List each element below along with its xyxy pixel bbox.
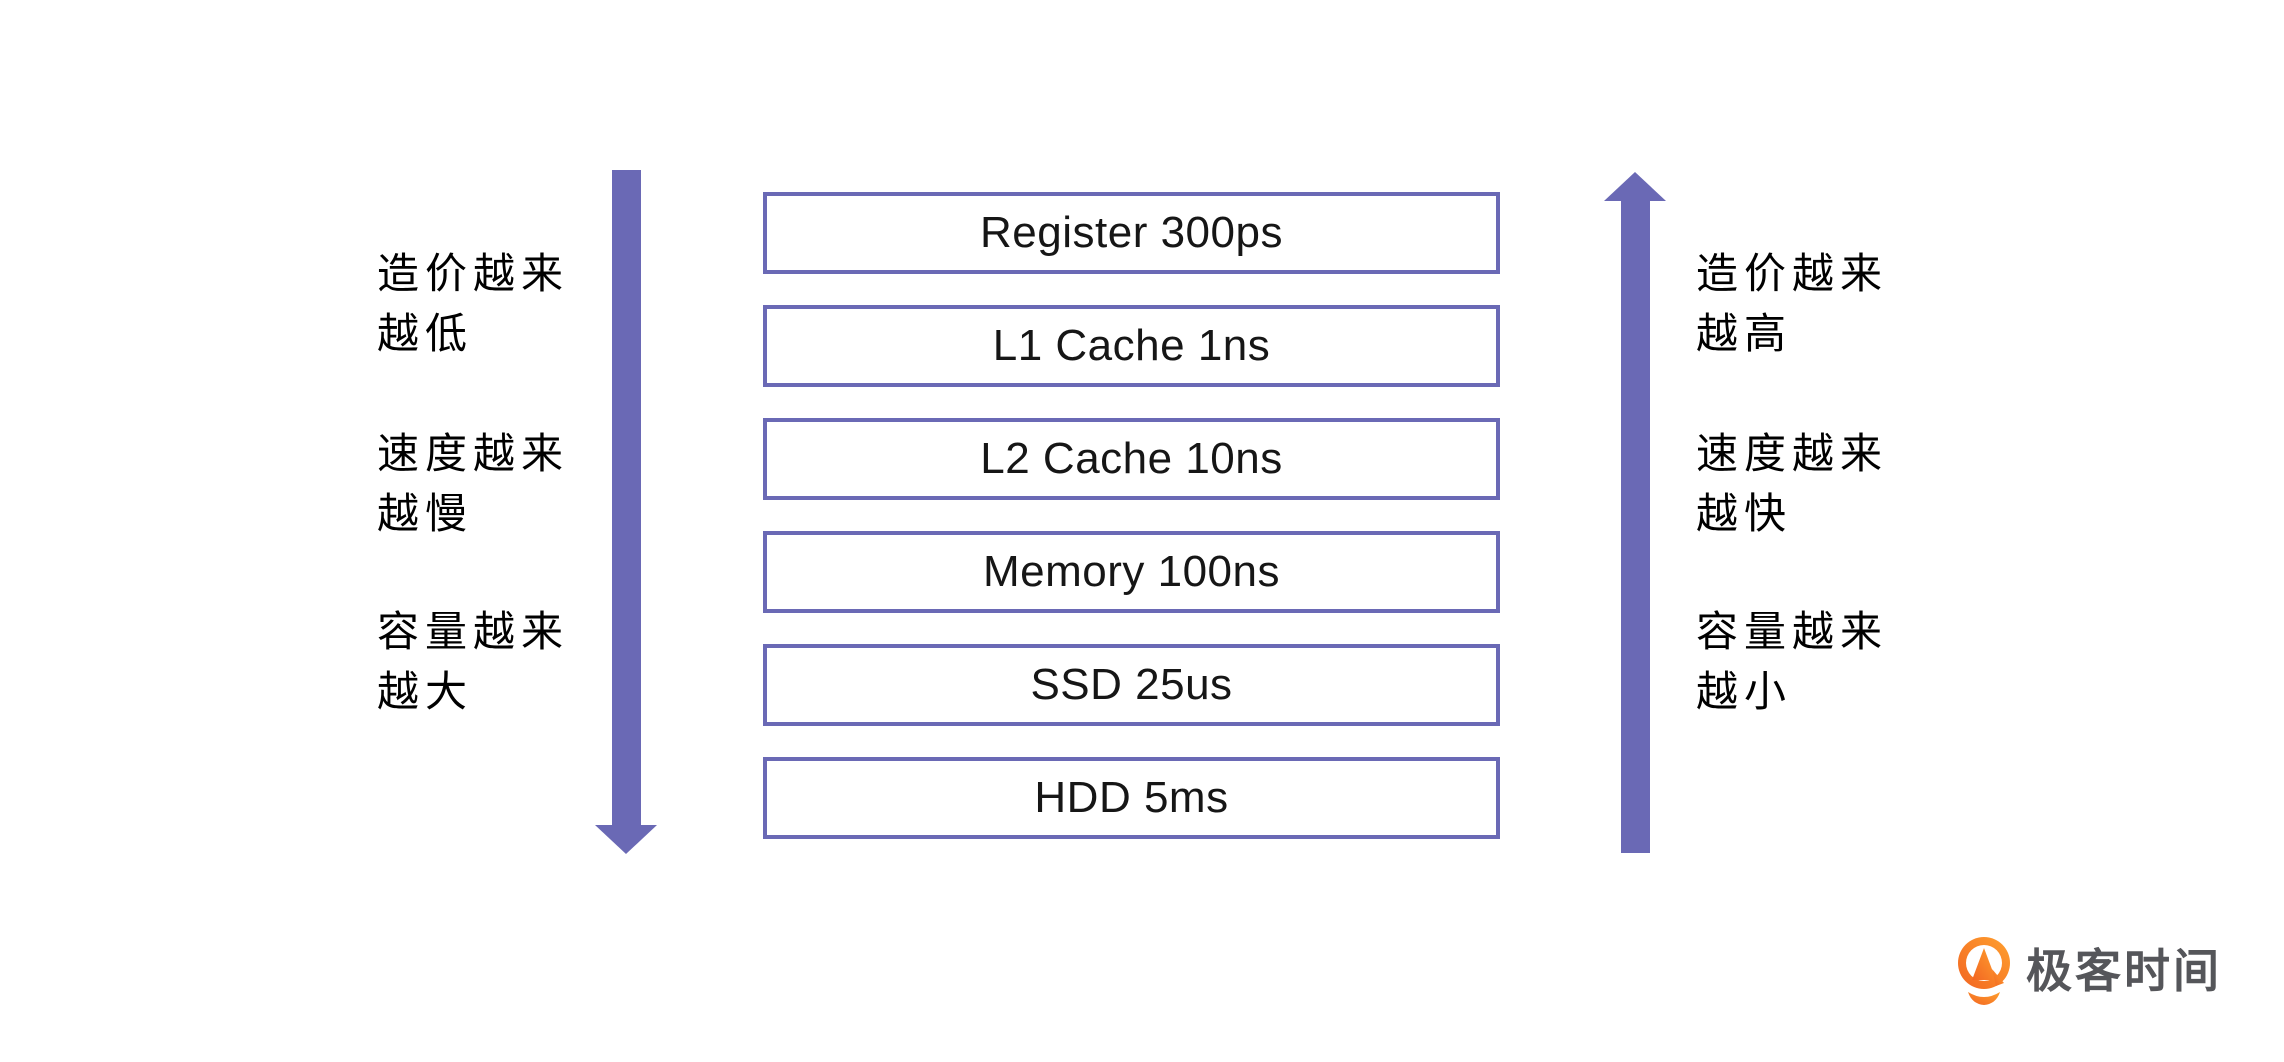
level-box-register: Register 300ps	[763, 192, 1500, 274]
geektime-logo-icon	[1958, 937, 2010, 1005]
down-arrow-icon	[595, 170, 657, 854]
annotation-line: 容量越来	[377, 608, 570, 655]
annotation-line: 造价越来	[377, 250, 570, 297]
geektime-logo-text: 极客时间	[2026, 945, 2222, 997]
level-box-memory: Memory 100ns	[763, 531, 1500, 613]
level-box-ssd: SSD 25us	[763, 644, 1500, 726]
level-box-l1-cache: L1 Cache 1ns	[763, 305, 1500, 387]
annotation-line: 速度越来	[1696, 430, 1889, 477]
level-label: HDD 5ms	[1034, 773, 1229, 822]
annotation-right-speed: 速度越来 越快	[1696, 424, 1888, 544]
annotation-line: 越小	[1696, 668, 1793, 715]
level-box-l2-cache: L2 Cache 10ns	[763, 418, 1500, 500]
geektime-logo: 极客时间	[1956, 936, 2222, 1006]
annotation-right-cost: 造价越来 越高	[1696, 244, 1888, 364]
annotation-line: 越大	[377, 668, 474, 715]
level-label: SSD 25us	[1030, 660, 1233, 709]
annotation-line: 越快	[1696, 490, 1793, 537]
annotation-right-capacity: 容量越来 越小	[1696, 602, 1888, 722]
level-label: L2 Cache 10ns	[980, 434, 1283, 483]
up-arrow-icon	[1604, 172, 1666, 853]
annotation-line: 速度越来	[377, 430, 570, 477]
level-label: Register 300ps	[980, 208, 1283, 257]
annotation-left-cost: 造价越来 越低	[377, 244, 569, 364]
annotation-line: 越高	[1696, 310, 1793, 357]
level-label: Memory 100ns	[982, 547, 1280, 596]
annotation-line: 越低	[377, 310, 474, 357]
annotation-left-speed: 速度越来 越慢	[377, 424, 569, 544]
annotation-line: 越慢	[377, 490, 474, 537]
level-box-hdd: HDD 5ms	[763, 757, 1500, 839]
annotation-line: 容量越来	[1696, 608, 1889, 655]
annotation-line: 造价越来	[1696, 250, 1889, 297]
level-label: L1 Cache 1ns	[992, 321, 1271, 370]
annotation-left-capacity: 容量越来 越大	[377, 602, 569, 722]
